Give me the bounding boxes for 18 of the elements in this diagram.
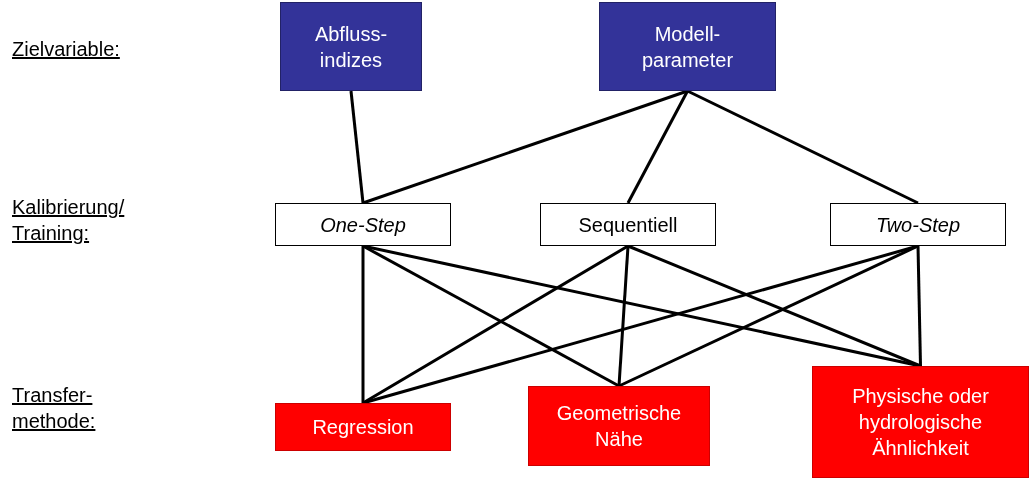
target-variable-box: Abfluss- indizes xyxy=(280,2,422,91)
connector-line xyxy=(686,89,919,205)
connector-line xyxy=(361,246,365,403)
transfer-method-box: Regression xyxy=(275,403,451,451)
connector-line xyxy=(916,245,922,367)
calibration-box: Two-Step xyxy=(830,203,1006,246)
transfer-method-box: Physische oder hydrologische Ähnlichkeit xyxy=(812,366,1029,478)
level-label: Kalibrierung/ Training: xyxy=(12,195,126,246)
level-label: Zielvariable: xyxy=(12,37,121,62)
level-label: Transfer- methode: xyxy=(12,383,97,434)
target-variable-box: Modell- parameter xyxy=(599,2,776,91)
transfer-method-box: Geometrische Nähe xyxy=(528,386,710,466)
calibration-box: One-Step xyxy=(275,203,451,246)
calibration-box: Sequentiell xyxy=(540,203,716,246)
connector-line xyxy=(362,89,688,205)
connector-line xyxy=(349,90,365,204)
connector-line xyxy=(617,245,630,387)
connector-line xyxy=(626,90,689,204)
